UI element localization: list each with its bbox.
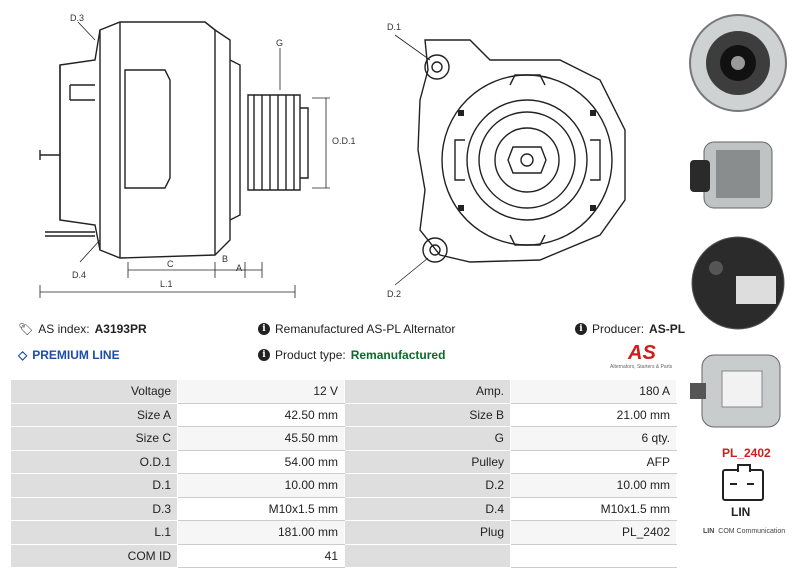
producer-label: Producer: (592, 322, 645, 336)
label-od1: O.D.1 (332, 136, 356, 146)
product-type: i Product type: Remanufactured (258, 348, 445, 362)
description: i Remanufactured AS-PL Alternator (258, 322, 455, 336)
spec-value: 10.00 mm (510, 473, 677, 498)
spec-value: M10x1.5 mm (510, 496, 677, 521)
spec-value: 41 (177, 543, 345, 568)
premium-line-text: PREMIUM LINE (32, 348, 120, 362)
label-d2: D.2 (387, 289, 402, 299)
info-icon: i (258, 323, 270, 335)
spec-value: M10x1.5 mm (177, 496, 345, 521)
label-g: G (276, 38, 284, 48)
spec-value: 180 A (510, 379, 677, 404)
spec-label: D.4 (344, 496, 511, 521)
spec-label: D.1 (10, 473, 178, 498)
spec-value: PL_2402 (510, 520, 677, 545)
diamond-icon: ◇ (18, 348, 28, 362)
spec-value: 6 qty. (510, 426, 677, 451)
as-index: 🏷 AS index: A3193PR (18, 322, 147, 336)
logo-mark: AS (628, 342, 656, 364)
info-icon: i (258, 349, 270, 361)
product-type-value: Remanufactured (350, 348, 446, 362)
product-photo-rear (686, 228, 790, 338)
spec-value: 42.50 mm (177, 402, 345, 427)
spec-label (344, 543, 511, 568)
as-index-value: A3193PR (94, 322, 147, 336)
spec-label: O.D.1 (10, 449, 178, 474)
info-icon: i (575, 323, 587, 335)
spec-value: 45.50 mm (177, 426, 345, 451)
spec-label: D.2 (344, 473, 511, 498)
label-d3: D.3 (70, 13, 85, 23)
logo-tagline: Alternators, Starters & Parts (610, 364, 673, 370)
spec-value: 54.00 mm (177, 449, 345, 474)
as-logo: AS Alternators, Starters & Parts (610, 342, 680, 374)
description-text: Remanufactured AS-PL Alternator (275, 322, 456, 336)
plug-code: PL_2402 (722, 446, 771, 460)
product-type-label: Product type: (275, 348, 346, 362)
spec-value: 21.00 mm (510, 402, 677, 427)
label-d1: D.1 (387, 22, 402, 32)
spec-label: Plug (344, 520, 511, 545)
spec-label: Size C (10, 426, 178, 451)
label-a: A (236, 263, 243, 273)
label-d4: D.4 (72, 270, 87, 280)
spec-label: G (344, 426, 511, 451)
spec-label: Size B (344, 402, 511, 427)
label-l1: L.1 (160, 279, 173, 289)
product-photo-side (686, 124, 790, 224)
spec-label: Voltage (10, 379, 178, 404)
spec-label: Size A (10, 402, 178, 427)
premium-line: ◇ PREMIUM LINE (18, 348, 120, 362)
product-photo-front (686, 6, 790, 120)
plug-legend: LIN COM Communication (703, 528, 785, 535)
spec-value: 10.00 mm (177, 473, 345, 498)
alternator-drawing (39, 21, 626, 298)
spec-value: 12 V (177, 379, 345, 404)
plug-icon (722, 464, 764, 501)
tag-icon: 🏷 (18, 322, 34, 336)
producer-value: AS-PL (649, 322, 686, 336)
plug-name: LIN (731, 505, 751, 519)
producer: i Producer: AS-PL (575, 322, 685, 336)
spec-value: AFP (510, 449, 677, 474)
label-c: C (167, 259, 174, 269)
spec-label: L.1 (10, 520, 178, 545)
spec-label: D.3 (10, 496, 178, 521)
spec-label: Pulley (344, 449, 511, 474)
legend-text: COM Communication (718, 528, 786, 535)
spec-value (510, 543, 677, 568)
label-b: B (222, 254, 229, 264)
spec-label: Amp. (344, 379, 511, 404)
as-index-label: AS index: (38, 322, 90, 336)
spec-value: 181.00 mm (177, 520, 345, 545)
legend-abbr: LIN (703, 528, 715, 535)
product-photo-angle (686, 345, 790, 437)
spec-label: COM ID (10, 543, 178, 568)
